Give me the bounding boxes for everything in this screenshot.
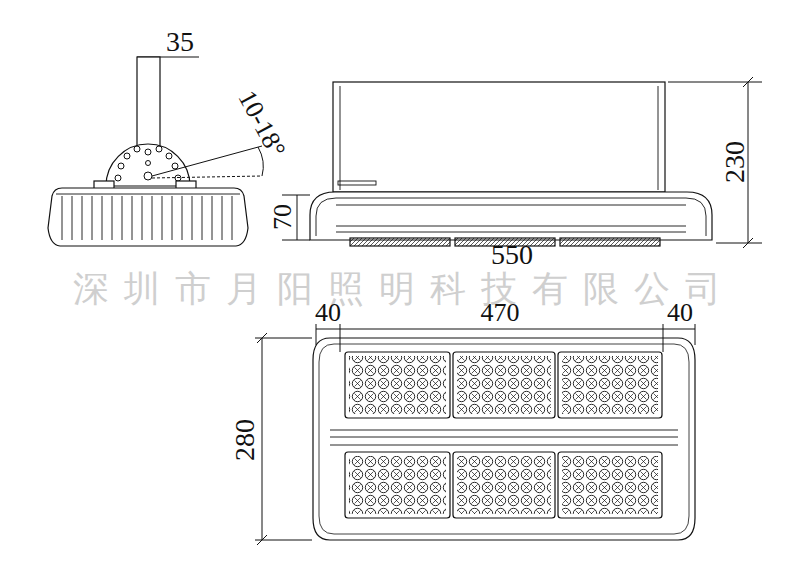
dimension-text: 35: [166, 28, 194, 56]
lamp-body: [310, 192, 712, 240]
dimension-text: 280: [231, 419, 259, 461]
angle-line: [152, 146, 262, 176]
dimension-text: 470: [481, 300, 520, 326]
dimension-text: 230: [721, 141, 749, 183]
led-lens-strip: [560, 238, 660, 246]
dimension-line: [255, 324, 695, 545]
bracket: [106, 144, 190, 186]
led-lens-strip: [350, 238, 450, 246]
dimension-line: [282, 77, 762, 248]
angle-line: [152, 176, 262, 178]
led-module: [345, 352, 662, 518]
housing-plan: [313, 338, 695, 540]
housing-side: [48, 188, 248, 246]
housing-front: [333, 82, 665, 192]
dimension-text: 70: [270, 204, 296, 230]
watermark: 深圳市月阳照明科技有限公司: [73, 271, 736, 307]
mounting-pole: [137, 57, 160, 157]
dimension-text: 40: [315, 300, 341, 326]
bracket-holes: [115, 146, 181, 181]
dimension-text: 550: [491, 241, 533, 269]
cooling-fins: [56, 194, 240, 240]
angle-text: 10-18°: [234, 87, 290, 162]
dimension-text: 40: [667, 300, 693, 326]
